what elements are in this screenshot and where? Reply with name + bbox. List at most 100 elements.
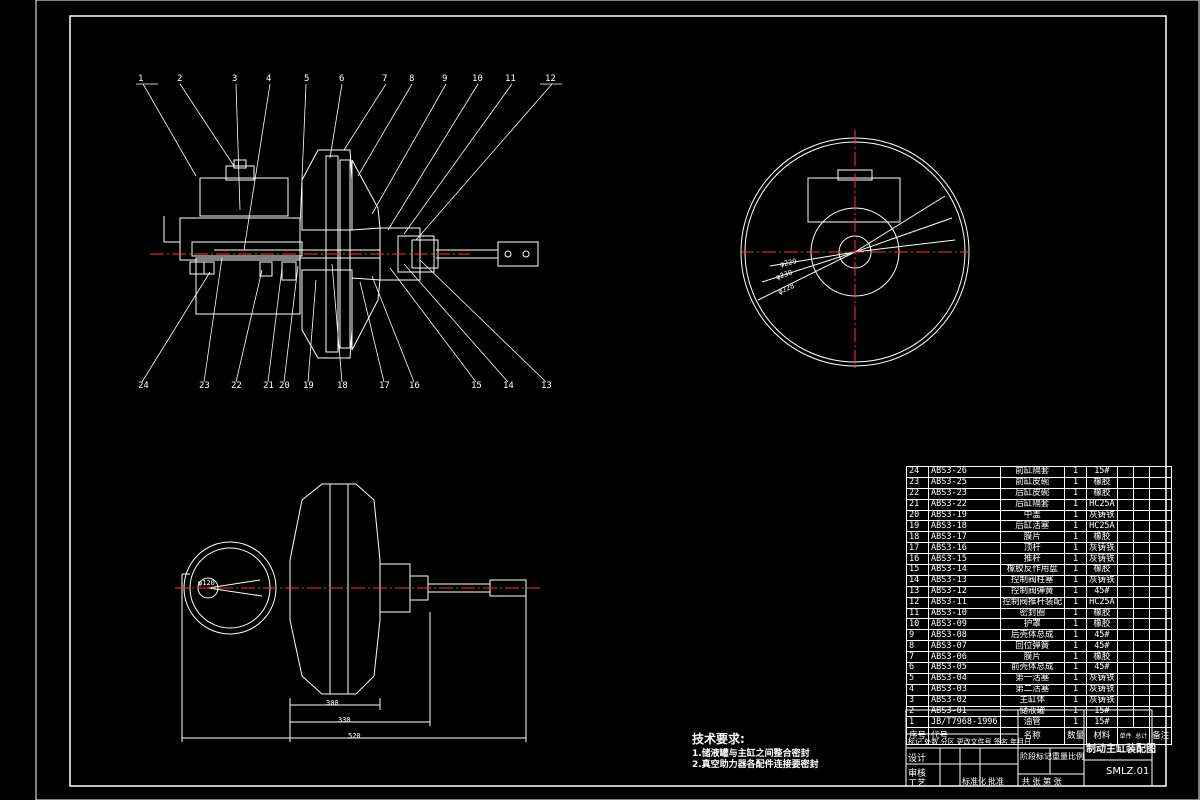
bom-material: 45#: [1086, 640, 1118, 653]
bom-weight: [1116, 466, 1134, 478]
requirement-line-2: 2.真空助力器各配件连接要密封: [692, 760, 819, 770]
requirement-line-1: 1.储液罐与主缸之间整合密封: [692, 749, 810, 759]
bom-weight: [1116, 498, 1134, 511]
bom-no: 14: [905, 574, 930, 587]
bom-note: [1149, 607, 1173, 620]
bom-no: 11: [905, 607, 930, 620]
standard-label: 标准化: [962, 777, 986, 786]
bom-weight: [1116, 694, 1134, 707]
bom-qty: 1: [1064, 662, 1088, 674]
leader-2: 2: [177, 74, 183, 84]
bom-note: [1149, 542, 1173, 555]
leader-11: 11: [505, 74, 516, 84]
bom-name: 第一活塞: [999, 672, 1066, 685]
bom-weight: [1116, 596, 1134, 609]
bom-qty: 1: [1064, 629, 1088, 642]
bom-weight-total: [1132, 640, 1151, 653]
bom-header-note: 备注: [1149, 727, 1173, 746]
bom-note: [1149, 520, 1173, 533]
bom-name: 密封圈: [999, 607, 1066, 620]
bom-qty: 1: [1064, 476, 1088, 489]
bom-no: 20: [905, 509, 930, 522]
bom-material: 45#: [1086, 585, 1118, 598]
bom-no: 23: [905, 476, 930, 489]
bom-no: 18: [905, 531, 930, 544]
bom-weight-total: [1132, 716, 1151, 729]
bom-code: ABS3-05: [928, 662, 1001, 674]
bom-code: JB/T7968-1996: [928, 716, 1001, 729]
bom-material: HC25A: [1086, 498, 1118, 511]
bom-no: 3: [905, 694, 930, 707]
bom-code: ABS3-10: [928, 607, 1001, 620]
bom-name: 推杆: [999, 553, 1066, 566]
bom-no: 21: [905, 498, 930, 511]
bom-no: 6: [905, 662, 930, 674]
bom-name: 膜片: [999, 651, 1066, 664]
bom-weight-total: [1132, 585, 1151, 598]
bom-weight: [1116, 640, 1134, 653]
sheets-label: 共 张 第 张: [1022, 777, 1062, 786]
bom-material: 橡胶: [1086, 618, 1118, 631]
bom-note: [1149, 651, 1173, 664]
bom-weight-total: [1132, 542, 1151, 555]
bom-material: 橡胶: [1086, 607, 1118, 620]
bom-material: 灰铸铁: [1086, 542, 1118, 555]
bom-qty: 1: [1064, 640, 1088, 653]
bom-code: ABS3-11: [928, 596, 1001, 609]
bom-name: 后缸皮碗: [999, 487, 1066, 500]
bom-material: 灰铸铁: [1086, 683, 1118, 696]
bom-weight-total: [1132, 553, 1151, 566]
bom-weight: [1116, 553, 1134, 566]
bom-weight: [1116, 716, 1134, 729]
bom-qty: 1: [1064, 585, 1088, 598]
bom-qty: 1: [1064, 651, 1088, 664]
bom-weight: [1116, 542, 1134, 555]
bom-qty: 1: [1064, 498, 1088, 511]
bom-name: 中盖: [999, 509, 1066, 522]
bom-weight-total: [1132, 520, 1151, 533]
leader-24: 24: [138, 381, 149, 391]
bom-qty: 1: [1064, 683, 1088, 696]
bom-header-code: 代号: [928, 727, 1001, 746]
bom-name: 回位弹簧: [999, 640, 1066, 653]
bom-weight: [1116, 531, 1134, 544]
bom-name: 后缸活塞: [999, 520, 1066, 533]
leader-23: 23: [199, 381, 210, 391]
bom-qty: 1: [1064, 596, 1088, 609]
bom-code: ABS3-14: [928, 564, 1001, 576]
process-label: 工艺: [908, 779, 927, 789]
bom-qty: 1: [1064, 564, 1088, 576]
leader-17: 17: [379, 381, 390, 391]
designer-label: 设计: [908, 754, 927, 764]
bom-material: 灰铸铁: [1086, 553, 1118, 566]
bom-no: 8: [905, 640, 930, 653]
bom-material: 橡胶: [1086, 487, 1118, 500]
bom-note: [1149, 629, 1173, 642]
scale-label: 比例: [1068, 752, 1084, 761]
bom-note: [1149, 705, 1173, 718]
bom-weight: [1116, 705, 1134, 718]
leader-20: 20: [279, 381, 290, 391]
bom-code: ABS3-22: [928, 498, 1001, 511]
bom-name: 橡胶反作用盘: [999, 564, 1066, 576]
bom-name: 储液罐: [999, 705, 1066, 718]
leader-14: 14: [503, 381, 514, 391]
bom-material: 灰铸铁: [1086, 509, 1118, 522]
bom-name: 前缸皮碗: [999, 476, 1066, 489]
bom-weight: [1116, 509, 1134, 522]
bom-name: 控制阀柱塞: [999, 574, 1066, 587]
bom-material: HC25A: [1086, 596, 1118, 609]
bom-no: 19: [905, 520, 930, 533]
